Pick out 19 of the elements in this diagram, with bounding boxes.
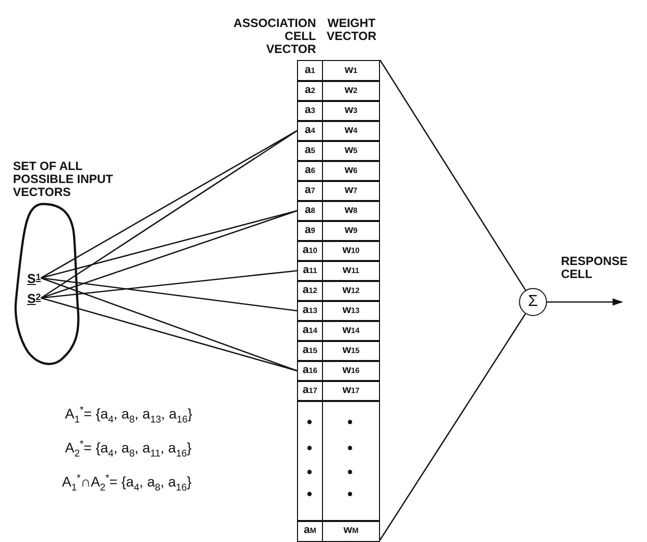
arrow <box>547 298 624 306</box>
node-caption: RESPONSE CELL <box>561 255 628 281</box>
connector-line <box>40 277 298 312</box>
ellipsis-cell <box>323 400 380 522</box>
connector-line <box>379 60 526 291</box>
ellipsis-cell <box>297 400 323 522</box>
connector-line <box>40 210 298 299</box>
summation-node: Σ <box>519 288 547 316</box>
set-formula: A$_{2}$$^{*}$= {a$_{4}$, a$_{8}$, a$_{11}$, a$_{16}$} <box>65 439 192 460</box>
set-formula: A$_{1}$$^{*}$= {a$_{4}$, a$_{8}$, a$_{13}$, a$_{16}$} <box>65 405 192 426</box>
connector-line <box>40 277 298 372</box>
connector-line <box>40 297 298 372</box>
set-formula: A$_{1}$$^{*}$∩A$_{2}$$^{*}$= {a$_{4}$, a$_{8}$, a$_{16}$} <box>62 473 192 494</box>
column-heading: WEIGHT VECTOR <box>326 17 376 43</box>
connector-line <box>40 210 298 279</box>
connector-line <box>40 270 298 299</box>
region-heading: SET OF ALL POSSIBLE INPUT VECTORS <box>13 160 114 199</box>
connector-line <box>379 313 526 540</box>
column-heading: ASSOCIATION CELL VECTOR <box>234 17 316 56</box>
